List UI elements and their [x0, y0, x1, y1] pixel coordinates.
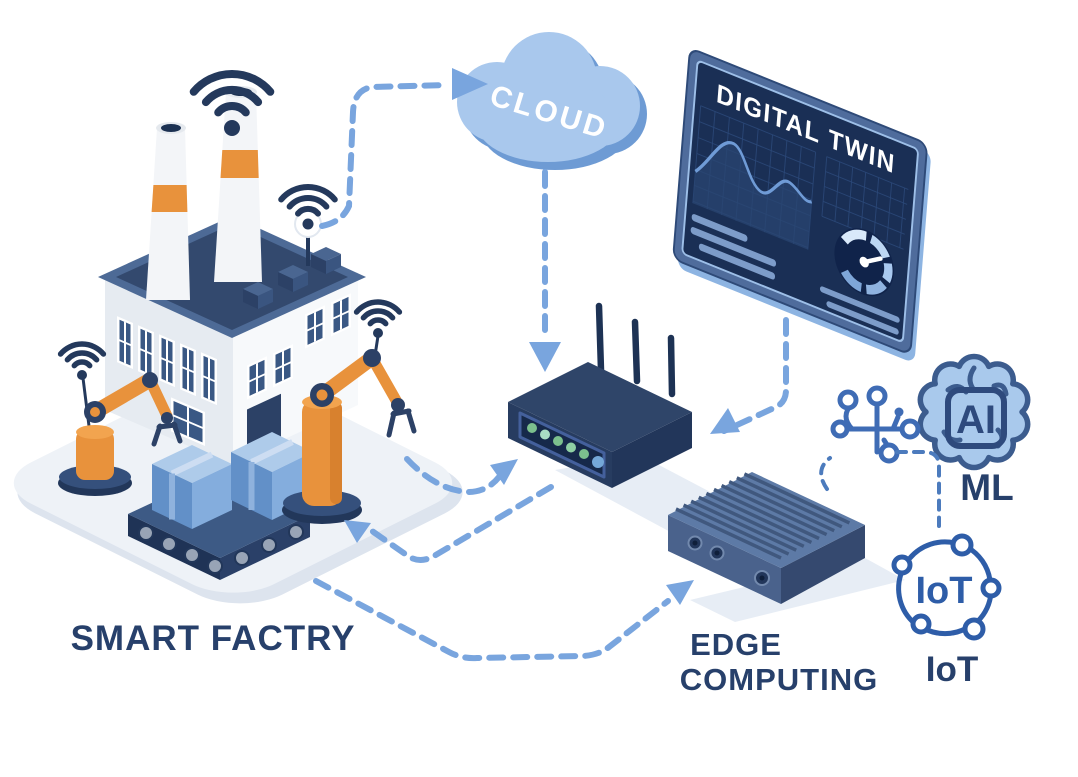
iot-ring-label: IoT [916, 570, 973, 612]
smart-factory-label: SMART FACTRY [71, 619, 356, 658]
wifi-icon [353, 299, 403, 363]
line-chart [692, 105, 817, 250]
arrow-factory-to-cloud [319, 82, 451, 229]
iot-label: IoT [926, 650, 978, 689]
factory-building [98, 70, 366, 466]
chimney-left [146, 122, 190, 300]
gauge-icon [834, 228, 894, 297]
rooftop-vents [243, 247, 341, 309]
connections [313, 68, 941, 662]
gripper [386, 408, 417, 438]
roof-antenna [278, 184, 338, 266]
arrow-factory-to-edge [313, 578, 671, 662]
ml-label: ML [960, 467, 1013, 508]
edge-ports [687, 535, 770, 586]
router-antennas [595, 302, 676, 398]
digital-twin-monitor: DIGITAL TWIN [672, 49, 931, 361]
edge-label-line2: COMPUTING [680, 662, 878, 697]
edge-fins [675, 472, 851, 560]
iot-ring-icon: IoT [891, 533, 1002, 641]
chimney-right [214, 86, 262, 282]
cargo-box [152, 445, 232, 529]
edge-device-icon [668, 472, 865, 604]
arrow-twin-to-router [721, 317, 789, 434]
cloud-icon: CLOUD [457, 32, 647, 170]
conveyor-rollers [138, 524, 304, 574]
screen-grid-right [821, 156, 909, 250]
router-icon [508, 302, 692, 488]
circuit-nodes-icon [830, 385, 921, 464]
ai-label: AI [956, 398, 996, 442]
connector-edge-to-ai [819, 456, 832, 491]
status-bars [690, 214, 900, 335]
arrow-router-to-factory [369, 484, 554, 563]
wifi-icon [189, 70, 275, 136]
factory-windows-right [247, 293, 351, 400]
conveyor-belt [128, 432, 313, 580]
arrow-robot-to-router [404, 456, 502, 496]
wifi-icon [278, 184, 338, 217]
robot-arm-right [282, 299, 417, 524]
connector-ai-to-iot [895, 450, 941, 528]
ai-brain-icon: AI [917, 353, 1031, 471]
edge-label-line1: EDGE [690, 627, 782, 662]
factory-left-wall [105, 277, 233, 466]
router-leds [527, 423, 604, 468]
gripper [151, 421, 183, 447]
factory-windows-left [117, 316, 217, 447]
robot-arm-left [57, 341, 183, 496]
